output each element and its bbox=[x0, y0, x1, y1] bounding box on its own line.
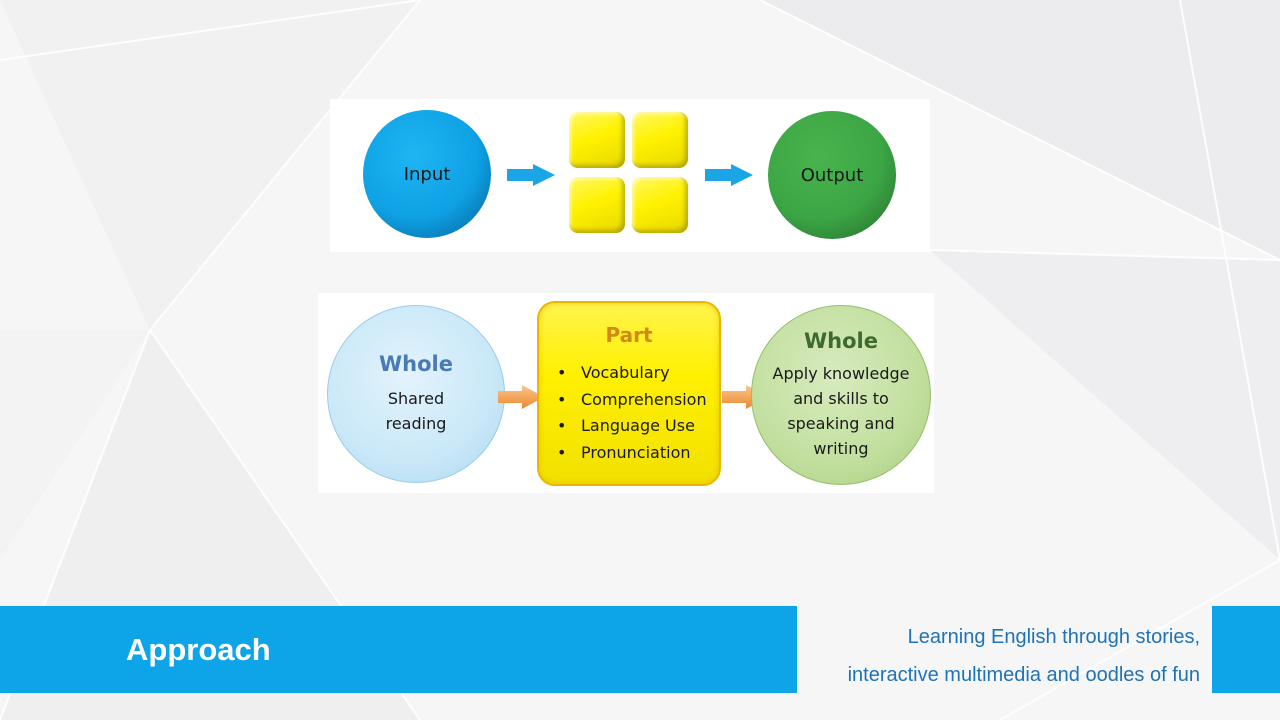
input-label: Input bbox=[403, 163, 451, 185]
whole-right-line: speaking and bbox=[787, 414, 895, 433]
whole-left-circle: Whole Shared reading bbox=[327, 305, 505, 483]
tagline-line: interactive multimedia and oodles of fun bbox=[847, 664, 1200, 686]
approach-diagram: Whole Shared reading Part Vocabulary Com… bbox=[318, 293, 934, 493]
input-circle: Input bbox=[363, 110, 491, 238]
whole-right-line: and skills to bbox=[793, 389, 889, 408]
list-item: Pronunciation bbox=[557, 440, 707, 467]
block bbox=[569, 112, 625, 168]
block bbox=[632, 177, 688, 233]
whole-right-line: Apply knowledge bbox=[772, 364, 910, 383]
processing-blocks bbox=[569, 112, 691, 236]
footer-accent-stripe bbox=[1212, 606, 1280, 693]
whole-left-title: Whole bbox=[379, 352, 453, 376]
part-list: Vocabulary Comprehension Language Use Pr… bbox=[557, 360, 707, 466]
whole-left-line: Shared bbox=[387, 389, 445, 408]
output-circle: Output bbox=[768, 111, 896, 239]
block bbox=[569, 177, 625, 233]
arrow-right-icon bbox=[705, 164, 753, 186]
list-item: Vocabulary bbox=[557, 360, 707, 387]
page-title: Approach bbox=[126, 632, 271, 667]
whole-left-line: reading bbox=[385, 414, 447, 433]
whole-right-line: writing bbox=[813, 439, 869, 458]
tagline-line: Learning English through stories, bbox=[907, 626, 1200, 648]
arrow-right-icon bbox=[498, 385, 544, 409]
process-diagram: Input Output bbox=[330, 99, 930, 252]
part-box: Part Vocabulary Comprehension Language U… bbox=[537, 301, 721, 486]
arrow-right-icon bbox=[507, 164, 555, 186]
block bbox=[632, 112, 688, 168]
list-item: Comprehension bbox=[557, 387, 707, 414]
whole-right-title: Whole bbox=[804, 329, 878, 353]
list-item: Language Use bbox=[557, 413, 707, 440]
tagline: Learning English through stories, intera… bbox=[848, 618, 1200, 694]
part-title: Part bbox=[605, 323, 653, 347]
whole-right-text: Apply knowledge and skills to speaking a… bbox=[773, 361, 910, 461]
whole-left-text: Shared reading bbox=[386, 386, 447, 436]
footer-bar bbox=[0, 606, 797, 693]
output-label: Output bbox=[800, 164, 864, 186]
whole-right-circle: Whole Apply knowledge and skills to spea… bbox=[751, 305, 931, 485]
